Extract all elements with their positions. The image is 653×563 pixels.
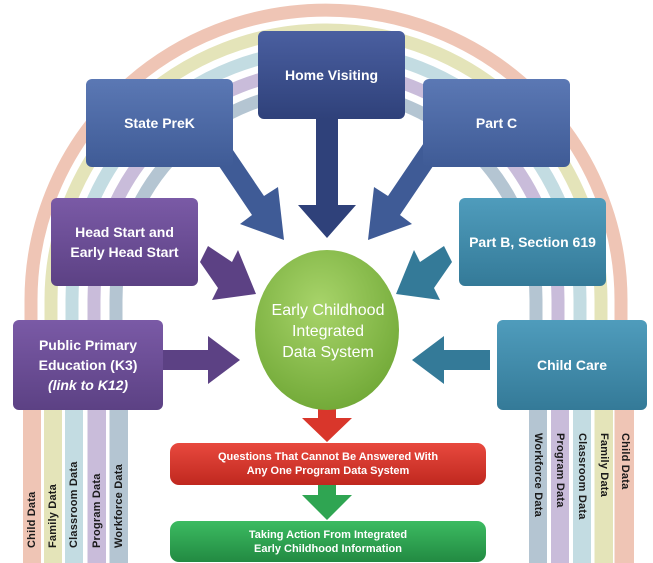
child-care-label: Child Care [536, 357, 607, 373]
central-circle [255, 250, 399, 410]
left-strip-family-data: Family Data [47, 484, 59, 548]
state-prek-box: State PreK [86, 79, 233, 167]
part-b-label: Part B, Section 619 [469, 234, 596, 250]
child-care-box: Child Care [497, 320, 647, 410]
left-strip-program-data: Program Data [91, 473, 103, 548]
arrow-home-visiting [298, 112, 356, 238]
right-data-strips [529, 400, 634, 563]
left-data-strips [23, 400, 128, 563]
part-c-box: Part C [423, 79, 570, 167]
right-strip-workforce-data: Workforce Data [532, 433, 544, 517]
center-label-line1: Early Childhood [271, 302, 385, 319]
action-line2: Early Childhood Information [254, 542, 402, 555]
right-strip-child-data: Child Data [619, 433, 631, 490]
center-label-line2: Integrated [291, 323, 365, 340]
right-strip-classroom-data: Classroom Data [576, 433, 588, 520]
left-strip-child-data: Child Data [26, 491, 38, 548]
part-c-label: Part C [475, 115, 518, 131]
program-boxes [13, 31, 647, 410]
public-primary-label-line1: Public Primary [38, 337, 138, 353]
home-visiting-label: Home Visiting [284, 67, 379, 83]
head-start-box: Head Start and Early Head Start [51, 198, 198, 286]
questions-pill: Questions That Cannot Be Answered With A… [170, 443, 486, 485]
home-visiting-box: Home Visiting [258, 31, 405, 119]
arrow-head-start [200, 246, 256, 300]
right-strip-program-data: Program Data [554, 433, 566, 508]
public-primary-label-line2: Education (K3) [38, 357, 138, 373]
arrow-child-care [412, 336, 490, 384]
arrow-center-to-questions [302, 402, 352, 442]
head-start-label-line1: Head Start and [75, 224, 174, 240]
action-pill: Taking Action From Integrated Early Chil… [170, 521, 486, 562]
right-strip-family-data: Family Data [598, 433, 610, 497]
arrow-questions-to-action [302, 482, 352, 520]
center-label: Early Childhood Integrated Data System [258, 300, 398, 363]
public-primary-box: Public Primary Education (K3) (link to K… [13, 320, 163, 410]
questions-line2: Any One Program Data System [246, 465, 410, 477]
arrow-part-b [396, 246, 452, 300]
state-prek-label: State PreK [124, 115, 195, 131]
part-b-box: Part B, Section 619 [459, 198, 606, 286]
center-label-line3: Data System [282, 344, 374, 361]
left-strip-classroom-data: Classroom Data [68, 461, 80, 548]
public-primary-label-line3: (link to K12) [47, 377, 129, 393]
arrow-public-primary [162, 336, 240, 384]
head-start-label-line2: Early Head Start [70, 244, 179, 260]
left-strip-workforce-data: Workforce Data [113, 464, 125, 548]
questions-line1: Questions That Cannot Be Answered With [217, 451, 439, 463]
action-line1: Taking Action From Integrated [248, 528, 408, 541]
